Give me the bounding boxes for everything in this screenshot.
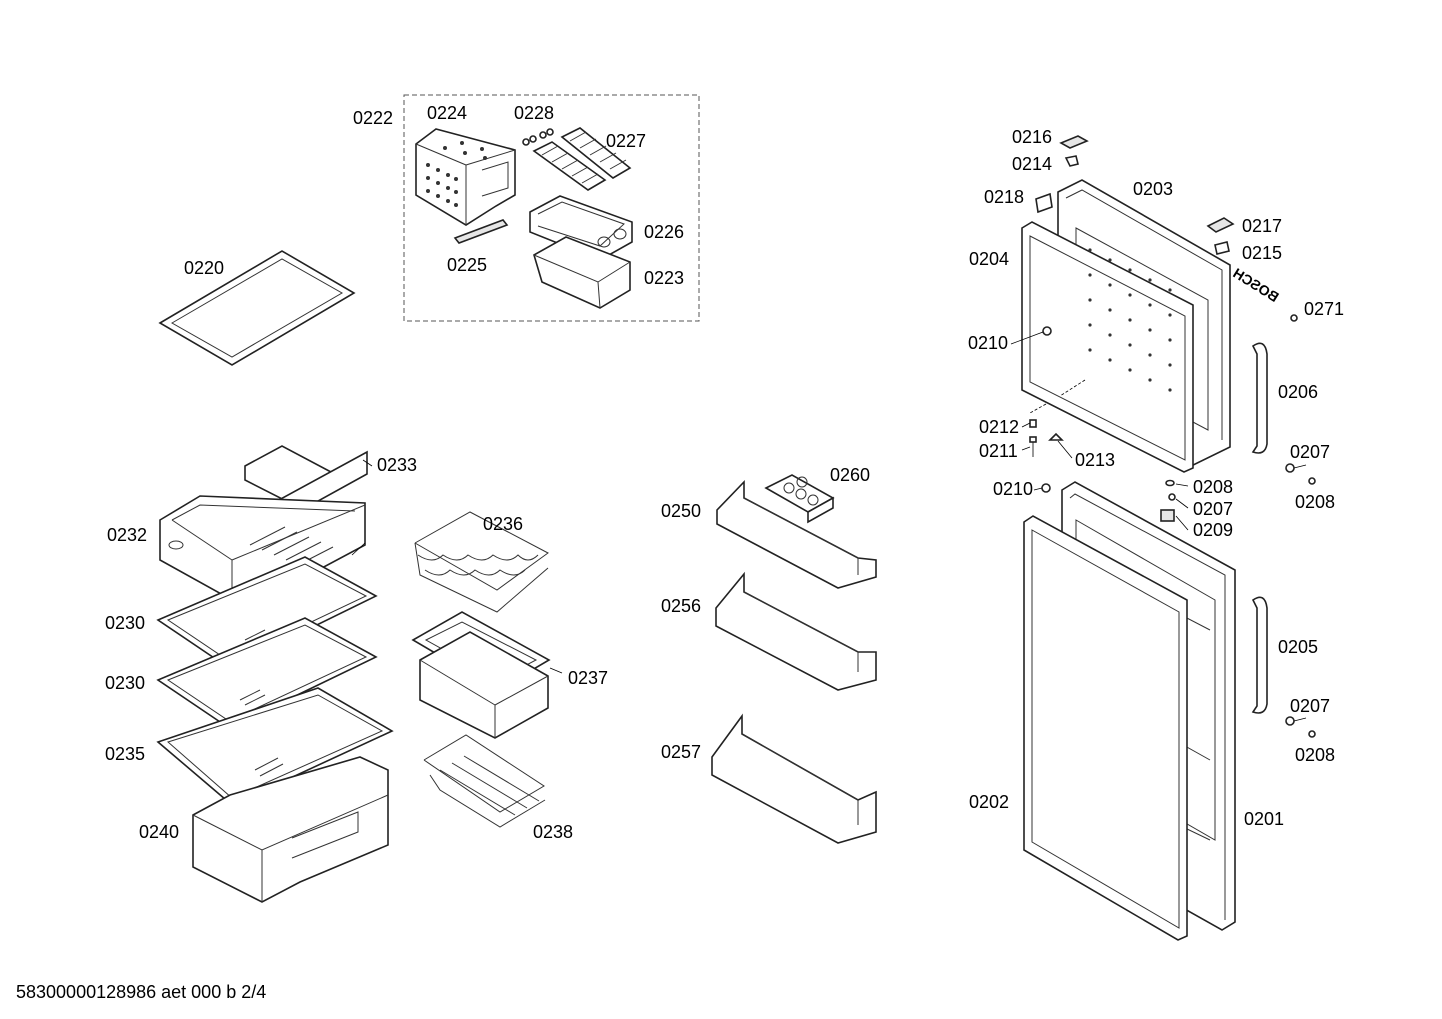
freezer-handle <box>1251 342 1268 454</box>
freezer-door-pattern <box>1088 248 1172 392</box>
part-label-0218: 0218 <box>984 187 1025 207</box>
wire-rack <box>423 734 546 828</box>
hinge-cap-upper-right <box>1206 217 1235 233</box>
part-label-0210-lower: 0210 <box>993 479 1034 499</box>
badge-screw <box>1290 314 1298 322</box>
part-label-0260: 0260 <box>830 465 871 485</box>
part-label-0208-lower: 0208 <box>1295 745 1336 765</box>
part-label-0232: 0232 <box>107 525 148 545</box>
part-label-0214: 0214 <box>1012 154 1053 174</box>
part-label-0271: 0271 <box>1304 299 1345 319</box>
document-footer: 58300000128986 aet 000 b 2/4 <box>16 982 267 1002</box>
hinge-pin-upper-right <box>1214 241 1230 255</box>
part-label-0208-upper: 0208 <box>1295 492 1336 512</box>
part-label-0205: 0205 <box>1278 637 1319 657</box>
glass-shelf-lower <box>156 617 378 729</box>
refrigerator-handle <box>1251 596 1268 714</box>
storage-basket <box>411 611 551 739</box>
part-label-0224: 0224 <box>427 103 468 123</box>
part-label-0257: 0257 <box>661 742 702 762</box>
shelf-frame <box>158 250 356 366</box>
hinge-pin-upper-left <box>1064 155 1079 167</box>
brand-badge: BOSCH <box>1230 265 1281 305</box>
ice-trays <box>532 127 632 191</box>
crisper-drawer <box>192 756 389 903</box>
clips <box>522 128 554 146</box>
ice-bin-frame <box>529 195 633 261</box>
ice-tray-cage <box>415 128 516 226</box>
door-shelf-middle <box>715 571 877 691</box>
part-label-0240: 0240 <box>139 822 180 842</box>
part-label-0210-upper: 0210 <box>968 333 1009 353</box>
freezer-door-gasket <box>1021 221 1194 473</box>
part-label-0201: 0201 <box>1244 809 1285 829</box>
hinge-cap-upper-left <box>1059 135 1089 149</box>
door-shelf-lower <box>711 713 877 844</box>
glass-shelf-upper <box>156 556 378 669</box>
part-label-0220: 0220 <box>184 258 225 278</box>
part-label-0226: 0226 <box>644 222 685 242</box>
part-label-0203: 0203 <box>1133 179 1174 199</box>
part-label-0236: 0236 <box>483 514 524 534</box>
part-label-0230-lower: 0230 <box>105 673 146 693</box>
part-label-0256: 0256 <box>661 596 702 616</box>
part-label-0233: 0233 <box>377 455 418 475</box>
part-label-0211: 0211 <box>979 441 1018 461</box>
part-label-0206: 0206 <box>1278 382 1319 402</box>
ice-strip <box>453 219 509 244</box>
part-label-0207-upper: 0207 <box>1290 442 1331 462</box>
part-label-0217: 0217 <box>1242 216 1283 236</box>
part-label-0228: 0228 <box>514 103 555 123</box>
part-label-0216: 0216 <box>1012 127 1053 147</box>
part-label-0207-lower: 0207 <box>1290 696 1331 716</box>
part-label-0222: 0222 <box>353 108 394 128</box>
part-label-0223: 0223 <box>644 268 685 288</box>
part-label-0235: 0235 <box>105 744 146 764</box>
door-shelf-upper <box>716 480 877 589</box>
ice-bin <box>533 236 631 309</box>
part-label-0202: 0202 <box>969 792 1010 812</box>
part-label-0208-middle: 0208 <box>1193 477 1234 497</box>
part-label-0215: 0215 <box>1242 243 1283 263</box>
cover-plate <box>1035 192 1053 214</box>
part-label-0209: 0209 <box>1193 520 1234 540</box>
part-label-0230-upper: 0230 <box>105 613 146 633</box>
part-label-0238: 0238 <box>533 822 574 842</box>
drawer-assembly <box>159 445 368 601</box>
part-label-0204: 0204 <box>969 249 1010 269</box>
ice-maker-group-box <box>403 94 700 322</box>
part-label-0207-middle: 0207 <box>1193 499 1234 519</box>
part-label-0212: 0212 <box>979 417 1020 437</box>
part-label-0250: 0250 <box>661 501 702 521</box>
part-label-0237: 0237 <box>568 668 609 688</box>
part-label-0225: 0225 <box>447 255 488 275</box>
part-label-0227: 0227 <box>606 131 647 151</box>
crisper-cover <box>156 687 394 806</box>
egg-tray <box>764 474 835 524</box>
bottle-rack <box>414 511 549 613</box>
part-label-0213: 0213 <box>1075 450 1116 470</box>
leader-lines <box>351 331 1307 722</box>
refrigerator-door-gasket <box>1023 515 1188 941</box>
